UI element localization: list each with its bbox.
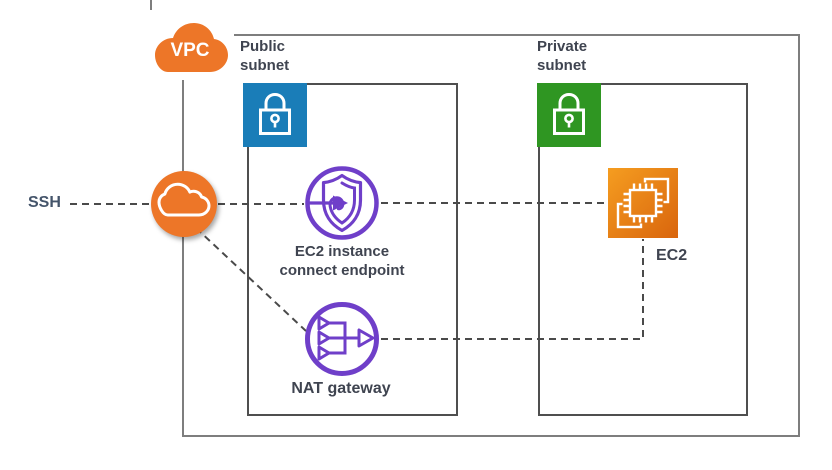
private-subnet-lock-icon[interactable]: [537, 83, 601, 147]
internet-gateway-cloud-icon[interactable]: [151, 171, 217, 237]
private-subnet-label: Private subnet: [537, 38, 588, 74]
public-subnet-lock-icon[interactable]: [243, 83, 307, 147]
ec2-instance-connect-endpoint-shield-icon[interactable]: [303, 164, 381, 242]
vpc-label: VPC: [170, 40, 209, 61]
nat-to-ec2-line: [381, 239, 644, 340]
ec2-label: EC2: [656, 247, 688, 264]
vpc-cloud-shape: [155, 23, 228, 72]
internet-gateway-to-nat-line: [195, 227, 307, 332]
public-subnet-label: Public subnet: [240, 38, 290, 74]
nat-gateway-label: NAT gateway: [291, 380, 391, 397]
ec2-instance-chip-icon[interactable]: [608, 168, 678, 238]
ssh-label: SSH: [28, 194, 61, 211]
nat-gateway-merge-arrows-icon[interactable]: [303, 300, 381, 378]
vpc-cloud-icon[interactable]: VPC: [146, 10, 234, 80]
private-subnet-boundary-box: [538, 83, 748, 416]
public-subnet-boundary-box: [247, 83, 458, 416]
ec2-instance-connect-endpoint-label: EC2 instance connect endpoint: [279, 243, 405, 279]
cropped-border-stub: [150, 0, 152, 15]
